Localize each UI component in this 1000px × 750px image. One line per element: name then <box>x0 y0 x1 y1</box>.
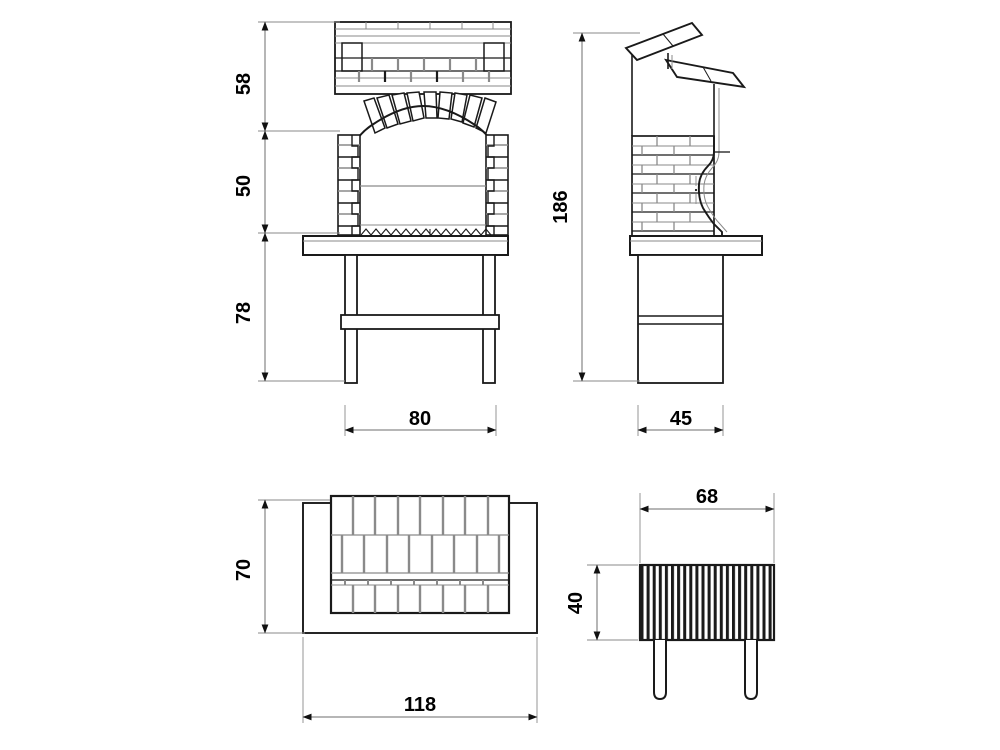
dim-label-118: 118 <box>404 694 436 716</box>
front-firebox-left-column <box>337 134 361 236</box>
dimension-front-vertical-chain: 58 50 78 <box>233 21 345 382</box>
dimension-grate-height-40: 40 <box>565 564 638 641</box>
side-ogee-profile <box>694 136 730 236</box>
front-elevation-view <box>302 21 512 384</box>
side-upper-cap-slab <box>624 21 704 62</box>
front-firebox-right-column <box>485 134 509 236</box>
front-firebox-interior <box>360 185 486 226</box>
plan-view <box>302 494 538 634</box>
side-elevation-view <box>624 21 763 384</box>
dimension-front-width-80: 80 <box>344 405 497 436</box>
dim-label-58: 58 <box>233 73 255 95</box>
dimension-side-height-186: 186 <box>550 32 640 382</box>
front-arch-voussoirs <box>351 91 497 152</box>
side-base-pedestal <box>637 254 724 384</box>
dimension-grate-width-68: 68 <box>639 486 775 563</box>
front-table-top <box>302 235 509 256</box>
dim-label-70: 70 <box>233 559 255 581</box>
plan-brick-field <box>329 494 511 615</box>
side-brick-body <box>631 135 715 237</box>
dimension-plan-width-118: 118 <box>302 637 538 723</box>
grill-grate-view <box>638 563 776 701</box>
dim-label-186: 186 <box>550 190 572 223</box>
front-legs <box>340 254 500 384</box>
side-table-top <box>629 235 763 256</box>
dimension-plan-depth-70: 70 <box>233 499 330 634</box>
grate-right-leg <box>744 640 758 701</box>
dim-label-50: 50 <box>233 175 255 197</box>
dimension-side-width-45: 45 <box>637 405 724 436</box>
dim-label-80: 80 <box>409 408 431 430</box>
grate-left-leg <box>653 640 667 701</box>
side-lower-cap-slab <box>663 58 747 89</box>
dim-label-78: 78 <box>233 302 255 324</box>
dim-label-68: 68 <box>696 486 718 508</box>
dim-label-40: 40 <box>565 592 587 614</box>
side-flue-throat <box>631 53 720 136</box>
grate-bars <box>638 563 776 642</box>
dim-label-45: 45 <box>670 408 692 430</box>
front-chimney-hood <box>334 21 512 95</box>
